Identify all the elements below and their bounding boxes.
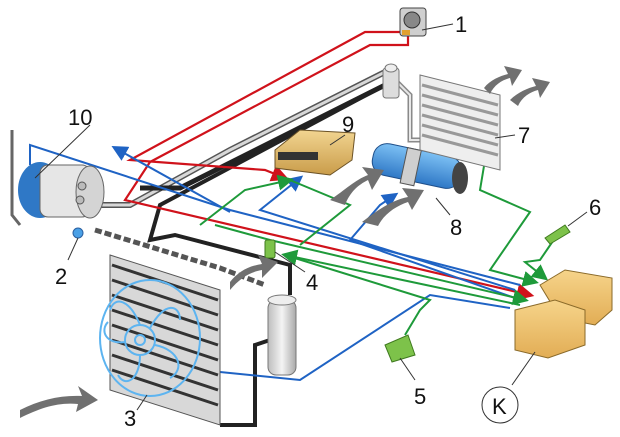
callout-1: 1 <box>455 12 467 37</box>
callout-4: 4 <box>306 270 318 295</box>
callout-5: 5 <box>414 384 426 409</box>
compressor-clutch-connector <box>72 227 84 239</box>
callout-k-circle <box>481 386 519 424</box>
airflow-arrow-icon <box>362 188 424 226</box>
callout-6: 6 <box>589 195 601 220</box>
callout-8: 8 <box>450 215 462 240</box>
callout-3: 3 <box>124 406 136 431</box>
control-unit-k <box>514 269 613 359</box>
airflow-arrow-icon <box>330 167 384 205</box>
callout-k: K <box>492 394 507 419</box>
power-wires <box>123 30 535 301</box>
callout-7: 7 <box>518 123 530 148</box>
callout-9: 9 <box>342 112 354 137</box>
airflow-arrow-icon <box>484 66 522 94</box>
compressor <box>10 130 105 239</box>
control-panel-switch <box>399 7 427 37</box>
condenser-fan <box>99 279 201 397</box>
condenser <box>99 254 221 426</box>
callout-2: 2 <box>55 264 67 289</box>
airflow-arrow-icon <box>230 255 278 290</box>
leader-lines <box>34 23 588 411</box>
sensor-6 <box>544 224 571 245</box>
callout-10: 10 <box>68 105 92 130</box>
sensor-5 <box>384 334 416 363</box>
callout-labels: 1 2 3 4 5 6 7 8 9 10 K <box>55 12 601 431</box>
evaporator <box>382 63 501 171</box>
airflow-arrow-icon <box>510 78 550 106</box>
refrigerant-lines <box>94 69 420 427</box>
airflow-arrows <box>20 66 550 418</box>
receiver-drier <box>267 294 297 376</box>
pressure-switch <box>264 239 276 259</box>
airflow-arrow-icon <box>20 386 98 418</box>
